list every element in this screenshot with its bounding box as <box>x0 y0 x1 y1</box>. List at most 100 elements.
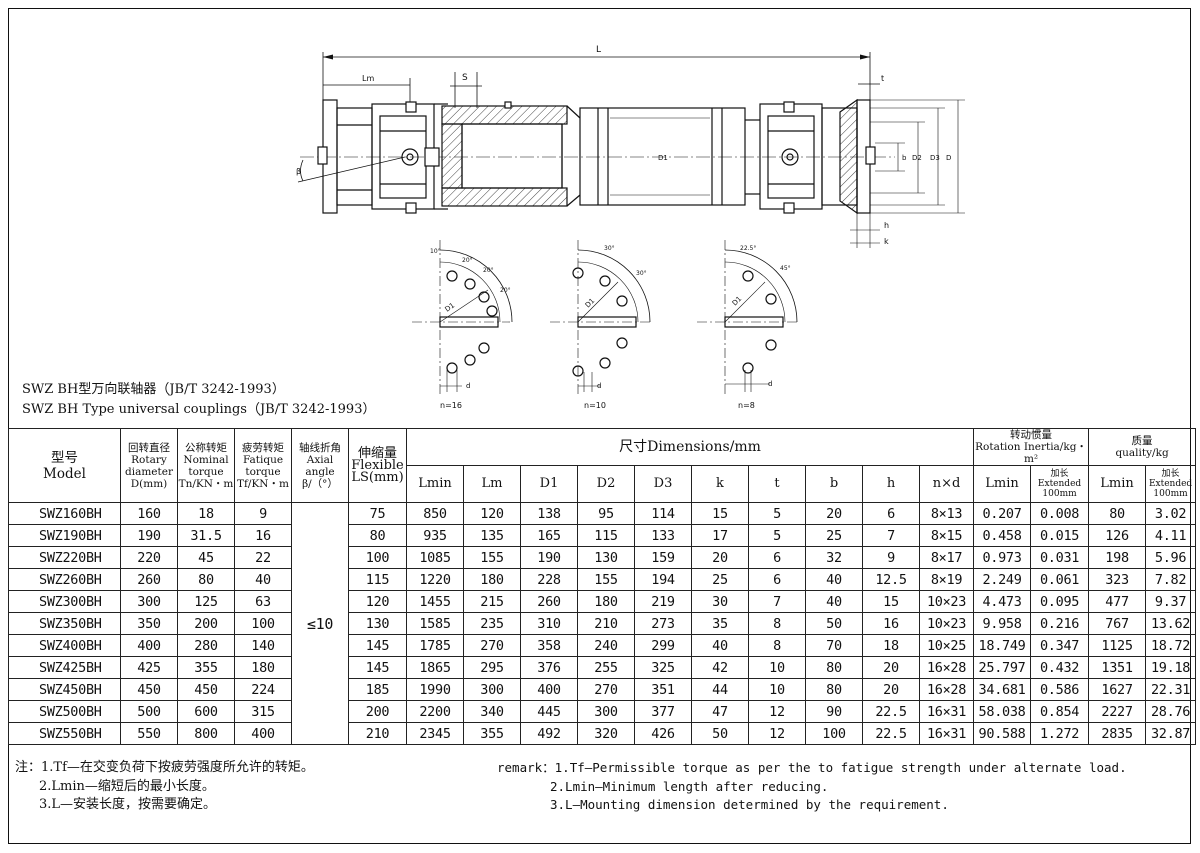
table-cell: 355 <box>177 656 235 679</box>
table-cell: 9 <box>862 546 920 569</box>
table-cell: 0.347 <box>1030 634 1090 657</box>
table-cell: 377 <box>634 700 692 723</box>
table-cell: 159 <box>634 546 692 569</box>
table-cell: 260 <box>120 568 178 591</box>
table-cell: 850 <box>406 502 464 525</box>
header-dimensions: 尺寸Dimensions/mm <box>405 428 975 466</box>
flange-n10-angle-1: 30° <box>604 245 615 252</box>
model-cell: SWZ425BH <box>8 656 121 679</box>
header-rot-en1: Rotary <box>131 453 167 466</box>
header-ext-en2: 100mm <box>1042 489 1077 499</box>
table-cell: 0.095 <box>1030 590 1090 613</box>
header-t: t <box>748 465 806 503</box>
table-cell: 1125 <box>1088 634 1147 657</box>
notes-chinese: 注：1.Tf—在交变负荷下按疲劳强度所允许的转矩。 2.Lmin—缩短后的最小长… <box>15 759 314 815</box>
model-cell: SWZ550BH <box>8 722 121 745</box>
header-d2: D2 <box>577 465 635 503</box>
table-cell: 15 <box>862 590 920 613</box>
table-cell: 15 <box>691 502 749 525</box>
model-cell: SWZ400BH <box>8 634 121 657</box>
table-cell: 120 <box>348 590 407 613</box>
table-cell: 219 <box>634 590 692 613</box>
table-cell: 12 <box>748 722 806 745</box>
table-cell: 180 <box>463 568 521 591</box>
header-fat-cn: 疲劳转矩 <box>242 441 284 454</box>
table-cell: 224 <box>234 678 292 701</box>
table-cell: 400 <box>520 678 578 701</box>
table-cell: 3.02 <box>1145 502 1197 525</box>
table-cell: 194 <box>634 568 692 591</box>
table-cell: 0.061 <box>1030 568 1090 591</box>
table-cell: 190 <box>120 524 178 547</box>
table-cell: 0.015 <box>1030 524 1090 547</box>
table-cell: 1455 <box>406 590 464 613</box>
table-cell: 351 <box>634 678 692 701</box>
table-cell: 133 <box>634 524 692 547</box>
table-cell: 400 <box>120 634 178 657</box>
table-cell: 450 <box>120 678 178 701</box>
header-inertia-extended: 加长 Extended 100mm <box>1030 465 1090 503</box>
table-cell: 315 <box>234 700 292 723</box>
table-cell: 5 <box>748 524 806 547</box>
table-cell: 90.588 <box>973 722 1032 745</box>
flange-n8-label: n=8 <box>738 401 755 410</box>
note-en-1: remark：1.Tf—Permissible torque as per th… <box>497 760 1127 775</box>
table-cell: 22.5 <box>862 722 920 745</box>
header-fat-en2: torque <box>245 465 281 478</box>
table-cell: 300 <box>463 678 521 701</box>
table-cell: 1.272 <box>1030 722 1090 745</box>
dim-D3-label: D3 <box>930 154 940 162</box>
table-cell: 323 <box>1088 568 1147 591</box>
table-cell: 32.87 <box>1145 722 1197 745</box>
dim-Lm-label: Lm <box>362 74 374 83</box>
table-cell: 6 <box>862 502 920 525</box>
table-cell: 8×19 <box>918 568 975 591</box>
table-cell: 16×28 <box>918 678 975 701</box>
table-cell: 32 <box>805 546 863 569</box>
table-cell: 210 <box>348 722 407 745</box>
table-cell: 2.249 <box>973 568 1032 591</box>
table-cell: 5 <box>748 502 806 525</box>
table-cell: 1351 <box>1088 656 1147 679</box>
table-cell: 135 <box>463 524 521 547</box>
table-cell: 400 <box>234 722 292 745</box>
table-cell: 185 <box>348 678 407 701</box>
header-rot-cn: 回转直径 <box>128 441 170 454</box>
table-cell: 100 <box>805 722 863 745</box>
table-cell: 12 <box>748 700 806 723</box>
spec-table: 型号 Model 回转直径 Rotary diameter D(mm) 公称转矩… <box>8 428 1197 745</box>
model-cell: SWZ160BH <box>8 502 121 525</box>
table-cell: 165 <box>520 524 578 547</box>
table-cell: 138 <box>520 502 578 525</box>
table-cell: 100 <box>234 612 292 635</box>
table-cell: 445 <box>520 700 578 723</box>
header-quality: 质量 quality/kg <box>1088 428 1197 466</box>
note-cn-3: 3.L—安装长度，按需要确定。 <box>39 797 217 812</box>
table-cell: 40 <box>234 568 292 591</box>
flange-n16-angle-2: 20° <box>462 257 473 264</box>
model-cell: SWZ500BH <box>8 700 121 723</box>
table-cell: 8 <box>748 634 806 657</box>
dim-D2-label: D2 <box>912 154 922 162</box>
header-rotary-diameter: 回转直径 Rotary diameter D(mm) <box>120 428 178 503</box>
table-cell: 120 <box>463 502 521 525</box>
table-cell: 130 <box>348 612 407 635</box>
header-inertia-lmin: Lmin <box>973 465 1032 503</box>
table-cell: 16×28 <box>918 656 975 679</box>
table-cell: 90 <box>805 700 863 723</box>
table-cell: 935 <box>406 524 464 547</box>
table-cell: 70 <box>805 634 863 657</box>
table-cell: 20 <box>805 502 863 525</box>
header-d1: D1 <box>520 465 578 503</box>
table-cell: 0.973 <box>973 546 1032 569</box>
flange-n16-angle-1: 10° <box>430 248 441 255</box>
table-cell: 220 <box>120 546 178 569</box>
table-cell: 2200 <box>406 700 464 723</box>
table-cell: 355 <box>463 722 521 745</box>
table-cell: 376 <box>520 656 578 679</box>
table-cell: 10×25 <box>918 634 975 657</box>
